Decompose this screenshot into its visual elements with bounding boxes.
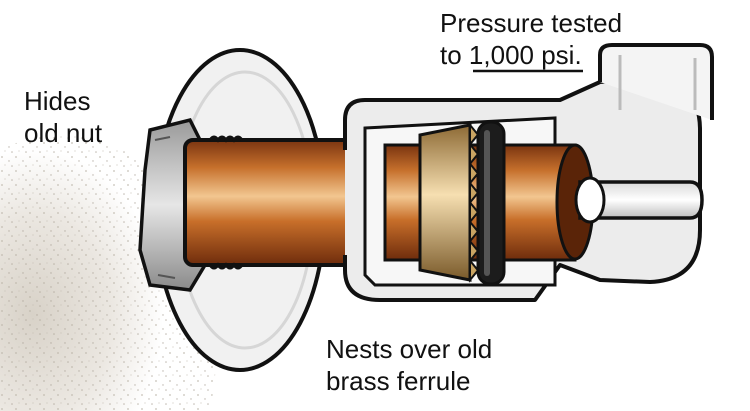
label-nests-line2: brass ferrule (326, 366, 471, 396)
label-nests-line1: Nests over old (326, 334, 492, 364)
label-pressure-line1: Pressure tested (440, 8, 622, 38)
outlet-stem (574, 176, 704, 224)
pressure-value: 1,000 psi. (469, 40, 582, 70)
label-hides: Hides old nut (24, 86, 103, 148)
label-hides-line1: Hides (24, 86, 90, 116)
o-ring (476, 120, 506, 286)
label-pressure: Pressure tested to 1,000 psi. (440, 8, 622, 73)
label-pressure-line2: to 1,000 psi. (440, 40, 582, 70)
label-nests: Nests over old brass ferrule (326, 334, 492, 396)
label-hides-line2: old nut (24, 118, 103, 148)
brass-ferrule (418, 122, 480, 283)
